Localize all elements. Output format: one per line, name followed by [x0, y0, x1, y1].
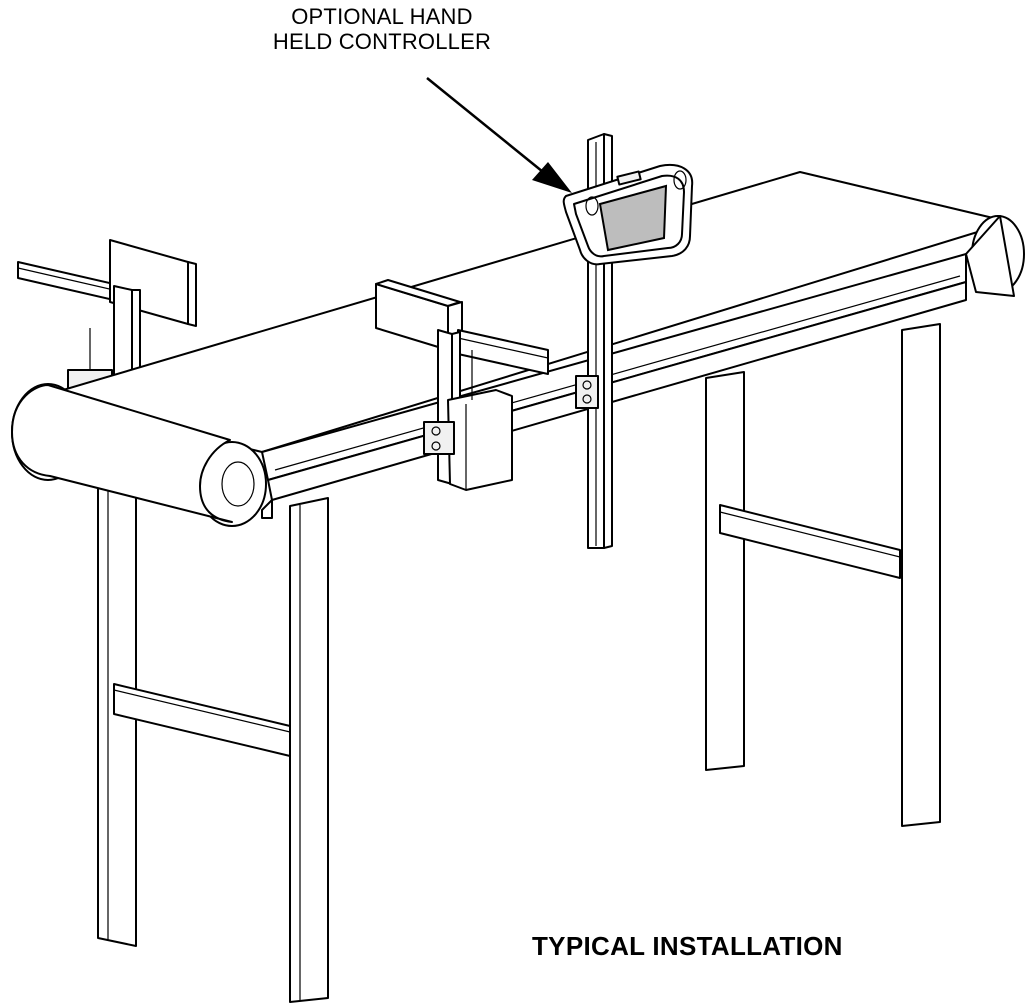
callout-line-1: OPTIONAL HAND — [291, 4, 473, 29]
diagram-caption: TYPICAL INSTALLATION — [532, 931, 843, 961]
callout-arrow — [426, 77, 572, 193]
hand-held-controller — [562, 164, 694, 266]
left-sensor-stand — [17, 239, 197, 397]
controller-callout-label: OPTIONAL HAND HELD CONTROLLER — [232, 4, 532, 54]
back-right-legs — [705, 323, 941, 827]
middle-printhead-stand — [375, 279, 549, 491]
callout-line-2: HELD CONTROLLER — [272, 29, 492, 54]
front-left-leg — [113, 497, 329, 1003]
